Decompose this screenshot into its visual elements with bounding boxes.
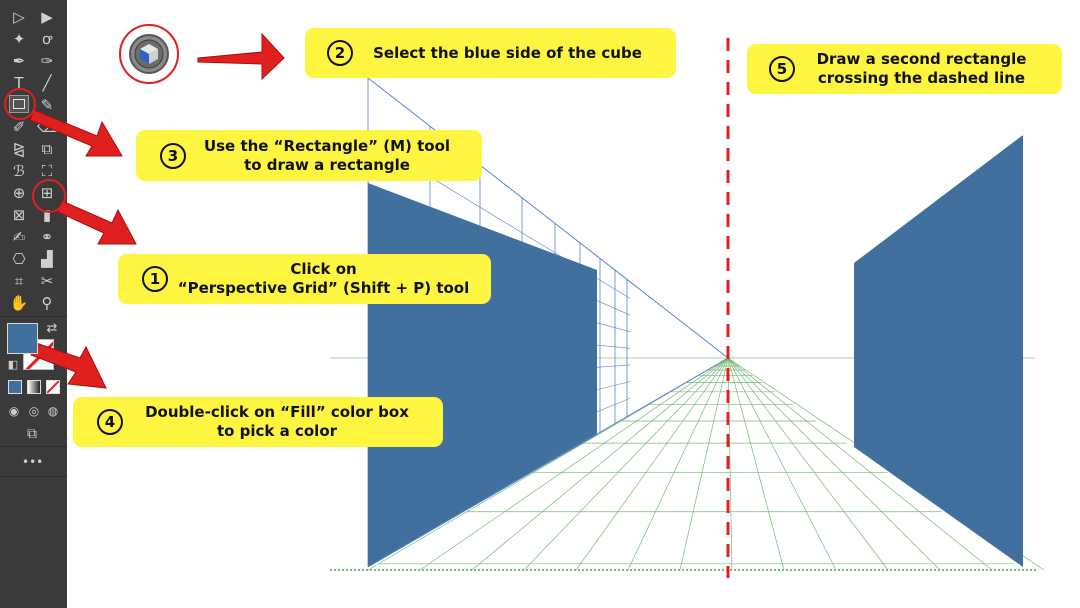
- callout-text-line: Use the “Rectangle” (M) tool: [203, 136, 451, 155]
- callout-text-line: Select the blue side of the cube: [373, 43, 642, 62]
- step-number-badge: 5: [769, 56, 795, 82]
- step-number-badge: 2: [327, 40, 353, 66]
- ground-grid-line: [727, 357, 785, 571]
- step-number-badge: 3: [160, 142, 186, 169]
- artboard-tool-icon[interactable]: ⌗: [14, 272, 24, 290]
- none-mode-button[interactable]: [46, 380, 60, 394]
- cube-blue-side[interactable]: [140, 49, 149, 64]
- ground-grid-line: [727, 357, 889, 571]
- ground-grid-line: [523, 357, 729, 571]
- mesh-tool-icon[interactable]: ⊠: [12, 206, 26, 224]
- swap-fill-stroke-icon[interactable]: ⇄: [46, 321, 58, 336]
- ground-grid-line: [419, 357, 729, 571]
- left-top-vanishing-line: [367, 77, 729, 359]
- toolbar-divider: [0, 446, 67, 447]
- callout-step4: 4 Double-click on “Fill” color box to pi…: [73, 397, 443, 447]
- perspective-grid-tool-highlight: [32, 179, 66, 213]
- step-number-badge: 1: [142, 266, 168, 292]
- callout-text-line: “Perspective Grid” (Shift + P) tool: [177, 279, 470, 297]
- callout-text-line: to pick a color: [216, 422, 338, 440]
- default-fill-stroke-icon[interactable]: ◧: [7, 358, 19, 371]
- callout-step5: 5 Draw a second rectangle crossing the d…: [747, 44, 1062, 94]
- draw-normal-icon[interactable]: ◉: [8, 404, 20, 418]
- callout-text-line: Double-click on “Fill” color box: [145, 403, 409, 421]
- zoom-tool-icon[interactable]: ⚲: [41, 294, 53, 312]
- ground-grid-line: [471, 357, 729, 571]
- ground-grid-line: [627, 357, 729, 571]
- plane-switching-widget[interactable]: [129, 34, 169, 74]
- screen-mode-icon[interactable]: ⧉: [27, 426, 37, 442]
- arrow-to-step4: [30, 342, 107, 389]
- rectangle-tool-highlight: [4, 88, 36, 120]
- callout-step3: 3 Use the “Rectangle” (M) tool to draw a…: [136, 130, 482, 181]
- symbol-sprayer-tool-icon[interactable]: ⎔: [12, 250, 26, 268]
- hand-tool-icon[interactable]: ✋: [9, 294, 29, 312]
- edit-toolbar-icon[interactable]: •••: [22, 455, 44, 469]
- cube-icon: [134, 39, 164, 69]
- toolbar-divider: [0, 476, 67, 477]
- left-ground-edge-line: [367, 357, 729, 568]
- ground-grid-line: [727, 357, 993, 571]
- free-transform-tool-icon[interactable]: ⛶: [41, 162, 53, 180]
- right-blue-rectangle[interactable]: [854, 135, 1023, 567]
- scale-tool-icon[interactable]: ⧉: [41, 140, 53, 158]
- fill-color-box[interactable]: [7, 323, 38, 354]
- callout-text-line: Click on: [290, 260, 357, 278]
- type-tool-icon[interactable]: T: [14, 74, 24, 92]
- callout-text-line: Draw a second rectangle: [816, 50, 1027, 68]
- arrow-to-step1: [57, 200, 137, 245]
- shaper-tool-icon[interactable]: ✐: [12, 118, 26, 136]
- paintbrush-tool-icon[interactable]: ✎: [40, 96, 54, 114]
- arrow-to-step3: [29, 109, 123, 157]
- ground-grid-line: [679, 357, 729, 571]
- reflect-tool-icon[interactable]: ⧎: [12, 140, 26, 158]
- eyedropper-tool-icon[interactable]: ✍: [12, 228, 26, 246]
- callout-text-line: to draw a rectangle: [244, 155, 410, 174]
- ground-grid-line: [575, 357, 729, 571]
- draw-inside-icon[interactable]: ◍: [47, 404, 59, 418]
- gradient-tool-icon[interactable]: ▮: [42, 206, 52, 224]
- direct-selection-tool-icon[interactable]: ▶: [41, 8, 53, 26]
- plane-switching-widget-highlight: [119, 24, 179, 84]
- color-mode-button[interactable]: [8, 380, 22, 394]
- arrow-to-step2: [197, 32, 285, 81]
- slice-tool-icon[interactable]: ✂: [40, 272, 54, 290]
- step-number-badge: 4: [97, 409, 123, 435]
- shape-builder-tool-icon[interactable]: ⊕: [12, 184, 26, 202]
- line-segment-tool-icon[interactable]: ╱: [42, 74, 52, 92]
- blend-tool-icon[interactable]: ⚭: [40, 228, 54, 246]
- ground-grid-line: [727, 357, 837, 571]
- toolbar-divider: [0, 316, 67, 317]
- curvature-tool-icon[interactable]: ✑: [40, 52, 54, 70]
- warp-tool-icon[interactable]: ℬ: [13, 162, 25, 180]
- left-blue-rectangle[interactable]: [368, 183, 597, 567]
- ground-grid-line: [727, 357, 941, 571]
- gradient-mode-button[interactable]: [27, 380, 41, 394]
- draw-behind-icon[interactable]: ◎: [28, 404, 40, 418]
- pen-tool-icon[interactable]: ✒: [12, 52, 26, 70]
- column-graph-tool-icon[interactable]: ▟: [41, 250, 53, 268]
- selection-tool-icon[interactable]: ▷: [13, 8, 25, 26]
- callout-step1: 1 Click on “Perspective Grid” (Shift + P…: [118, 254, 491, 304]
- magic-wand-tool-icon[interactable]: ✦: [12, 30, 26, 48]
- lasso-tool-icon[interactable]: ꝍ: [41, 30, 53, 48]
- callout-step2: 2 Select the blue side of the cube: [305, 28, 676, 78]
- callout-text-line: crossing the dashed line: [817, 69, 1026, 87]
